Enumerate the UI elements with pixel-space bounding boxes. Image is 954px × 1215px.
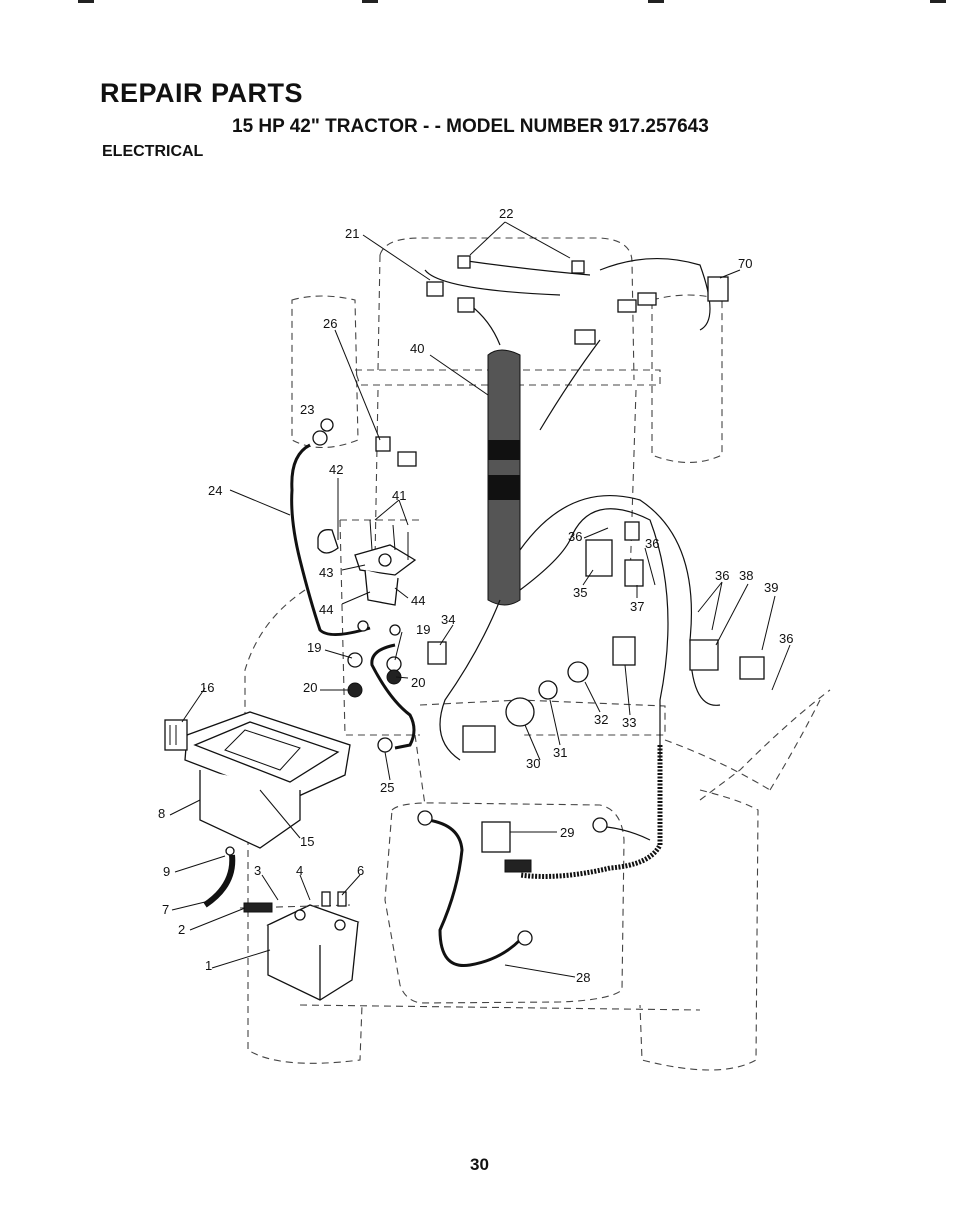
fuse-holder-26 [397, 451, 417, 467]
callout-4: 4 [296, 863, 303, 878]
callout-35: 35 [573, 585, 587, 600]
leader-lines [169, 221, 791, 978]
callout-2: 2 [178, 922, 185, 937]
callout-8: 8 [158, 806, 165, 821]
callout-38: 38 [739, 568, 753, 583]
callout-70: 70 [738, 256, 752, 271]
callout-32: 32 [594, 712, 608, 727]
battery-vent-tube [203, 854, 236, 908]
harness-plug [637, 292, 657, 306]
top-edge-mark [648, 0, 664, 3]
headlight-socket [426, 281, 444, 297]
callout-19: 19 [307, 640, 321, 655]
page-number: 30 [470, 1155, 489, 1174]
callout-25: 25 [380, 780, 394, 795]
callout-20: 20 [303, 680, 317, 695]
callout-numbers: 1 2 3 4 6 7 8 9 15 16 19 19 20 20 21 22 … [158, 206, 793, 985]
harness-plug [617, 299, 637, 313]
headlight-socket [457, 297, 475, 313]
cable-ring-terminal [377, 737, 393, 753]
connector [504, 859, 532, 873]
wiring-harness-conduit [487, 349, 521, 606]
callout-44: 44 [319, 602, 333, 617]
brake-switch [481, 821, 511, 853]
switch-37 [624, 559, 644, 587]
page-title: REPAIR PARTS [100, 78, 304, 108]
callout-6: 6 [357, 863, 364, 878]
switch-bracket-35 [585, 539, 613, 577]
callout-33: 33 [622, 715, 636, 730]
callout-37: 37 [630, 599, 644, 614]
callout-36: 36 [568, 529, 582, 544]
callout-40: 40 [410, 341, 424, 356]
bulb [571, 260, 585, 274]
callout-15: 15 [300, 834, 314, 849]
callout-42: 42 [329, 462, 343, 477]
callout-7: 7 [162, 902, 169, 917]
seat-switch [427, 641, 447, 665]
battery-box [164, 711, 351, 849]
cable-ring-terminal [312, 430, 328, 446]
callout-23: 23 [300, 402, 314, 417]
callout-36: 36 [779, 631, 793, 646]
top-edge-mark [78, 0, 94, 3]
tractor-outline [244, 237, 831, 1071]
callout-22: 22 [499, 206, 513, 221]
callout-21: 21 [345, 226, 359, 241]
callout-26: 26 [323, 316, 337, 331]
callout-1: 1 [205, 958, 212, 973]
harness-wires [424, 257, 721, 761]
callout-43: 43 [319, 565, 333, 580]
callout-30: 30 [526, 756, 540, 771]
bulb [457, 255, 471, 269]
battery [239, 891, 360, 1001]
switch-39 [739, 656, 765, 680]
top-edge-mark [930, 0, 946, 3]
callout-16: 16 [200, 680, 214, 695]
callout-34: 34 [441, 612, 455, 627]
callout-44: 44 [411, 593, 425, 608]
callout-41: 41 [392, 488, 406, 503]
battery-cable-24 [290, 443, 371, 636]
callout-39: 39 [764, 580, 778, 595]
ground-cable-28 [427, 818, 522, 968]
vent-clip [225, 846, 235, 856]
starter-solenoid [317, 519, 417, 698]
callout-36: 36 [645, 536, 659, 551]
callout-24: 24 [208, 483, 222, 498]
callout-31: 31 [553, 745, 567, 760]
battery-cable-25 [370, 643, 416, 750]
callout-3: 3 [254, 863, 261, 878]
fuse-holder-26 [375, 436, 391, 452]
bracket-38 [689, 639, 719, 671]
headlight-connector [574, 329, 596, 345]
callout-28: 28 [576, 970, 590, 985]
relay-33 [612, 636, 636, 666]
coil-cord [519, 745, 663, 879]
model-title: 15 HP 42" TRACTOR - - MODEL NUMBER 917.2… [232, 116, 709, 137]
top-edge-mark [362, 0, 378, 3]
connector-70 [707, 276, 729, 302]
callout-9: 9 [163, 864, 170, 879]
callout-29: 29 [560, 825, 574, 840]
ignition-switch [462, 661, 589, 753]
callout-20: 20 [411, 675, 425, 690]
connector-36 [624, 521, 640, 541]
washer-23 [320, 418, 334, 432]
section-label: ELECTRICAL [102, 143, 204, 160]
callout-36: 36 [715, 568, 729, 583]
callout-19: 19 [416, 622, 430, 637]
